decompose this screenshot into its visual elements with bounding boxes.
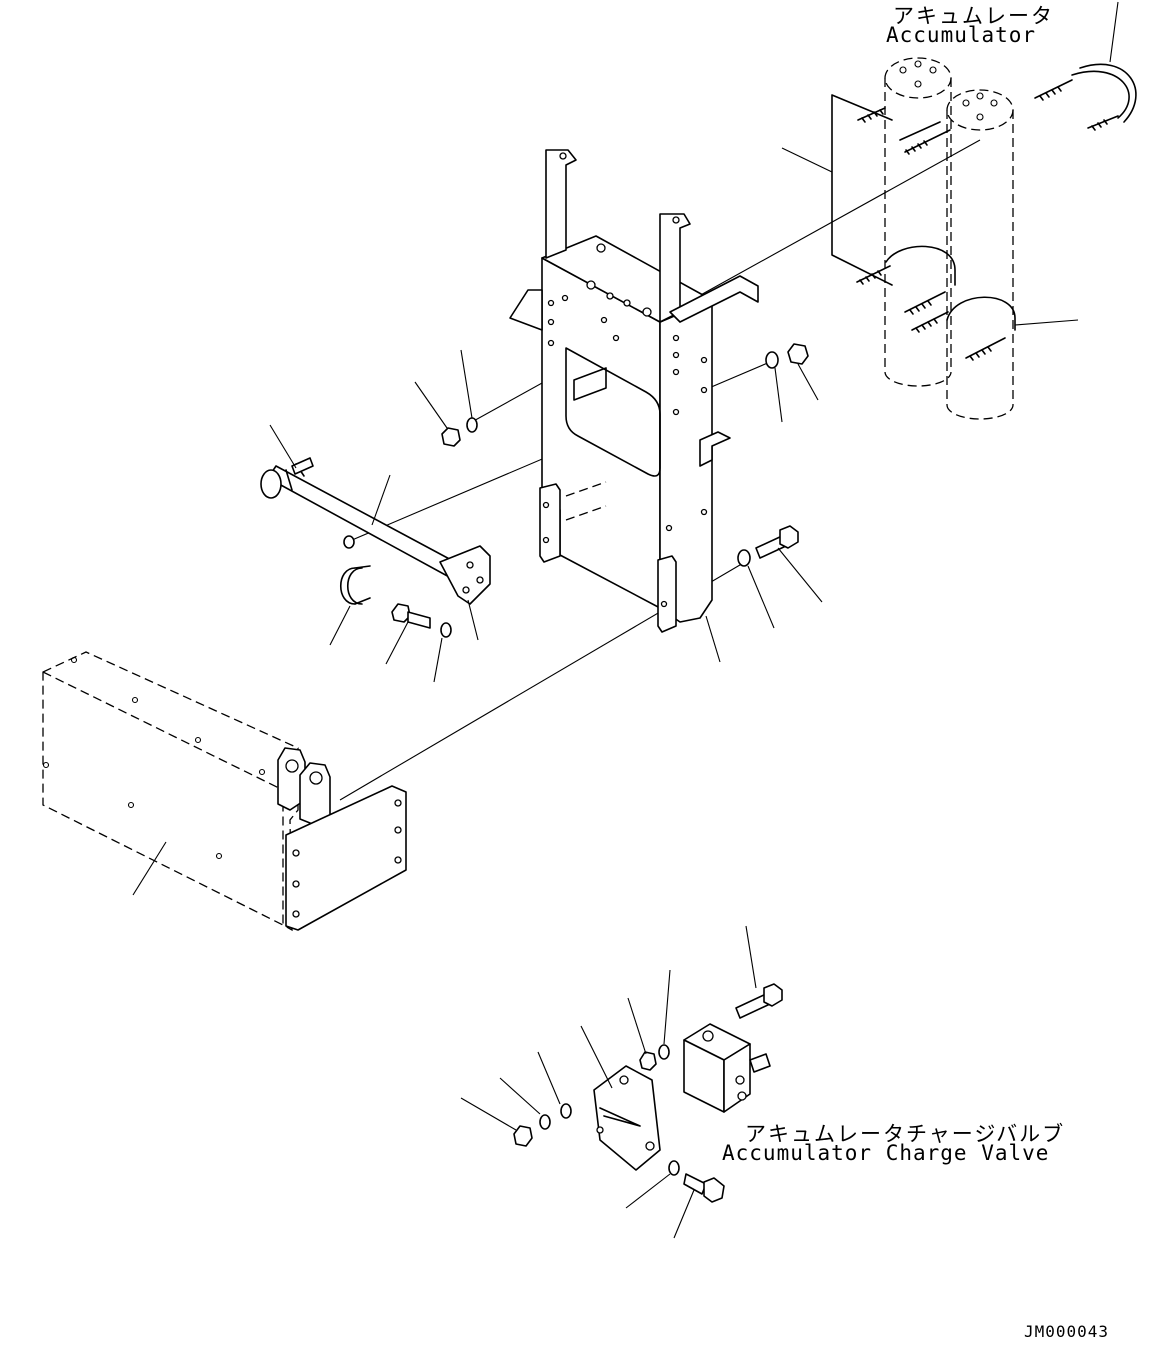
charge-valve-label-jp: アキュムレータチャージバルブ: [745, 1122, 1066, 1146]
washer-right: [765, 351, 779, 369]
valve-mounting-bracket: [580, 1025, 661, 1171]
washer-valve-1: [539, 1114, 551, 1130]
washer: [466, 417, 478, 433]
charge-valve-block: [683, 1023, 771, 1113]
u-bolt-clamp-upper: [1034, 63, 1137, 131]
accumulator-group: [781, 1, 1137, 420]
washer-valve-2: [560, 1103, 572, 1119]
box-beam: [42, 651, 407, 932]
accumulator-label-jp: アキュムレータ: [893, 4, 1054, 28]
washer-valve-upper: [658, 1044, 670, 1060]
leader-clamp-right: [1014, 319, 1079, 326]
center-bracket-frame: [509, 149, 759, 633]
nut-valve: [513, 1125, 533, 1147]
leader-washer-lower-right: [747, 565, 775, 629]
leader-pin: [269, 424, 297, 469]
valve-bolt-top: [735, 925, 783, 1019]
leader-nut-right: [797, 363, 819, 401]
clamp-left-upper: [857, 107, 951, 155]
charge-valve-label-en: Accumulator Charge Valve: [722, 1141, 1050, 1165]
bolt-lower-right: [755, 525, 799, 559]
nut-right: [787, 343, 809, 365]
nut: [441, 427, 461, 447]
accumulator-label-en: Accumulator: [886, 23, 1037, 47]
leader-flange: [467, 599, 479, 641]
clamp-left-lower: [856, 245, 956, 315]
charge-valve-assembly: [460, 925, 783, 1239]
leader-nut: [414, 381, 448, 429]
valve-bolt-bottom: [683, 1173, 725, 1203]
leader-bolt-lower-right: [777, 547, 823, 603]
leader-washer-right: [774, 367, 783, 423]
nut-valve-upper: [639, 1051, 657, 1071]
washer-lower-right: [737, 549, 751, 567]
accumulator-cylinder-right: [946, 89, 1014, 420]
clamp-right-lower: [911, 296, 1016, 361]
washer-valve-bottom: [668, 1160, 680, 1176]
pin-assembly: [260, 424, 491, 641]
center-hardware: [414, 343, 823, 663]
drawing-code: JM000043: [1024, 1322, 1110, 1341]
accumulator-cylinder-left: [884, 57, 952, 387]
leader-pin-shaft: [371, 474, 391, 526]
u-bolt-small: [329, 565, 371, 646]
leader-u-bolt: [1109, 1, 1119, 63]
bolt-small-left: [385, 603, 452, 683]
leader-frame: [705, 615, 721, 663]
leader-accumulator-plate: [781, 147, 833, 173]
frame-holes: [542, 243, 708, 608]
leader-washer: [460, 349, 473, 419]
leader-box-beam: [132, 841, 167, 896]
accumulator-mounting-plate: [831, 94, 893, 286]
